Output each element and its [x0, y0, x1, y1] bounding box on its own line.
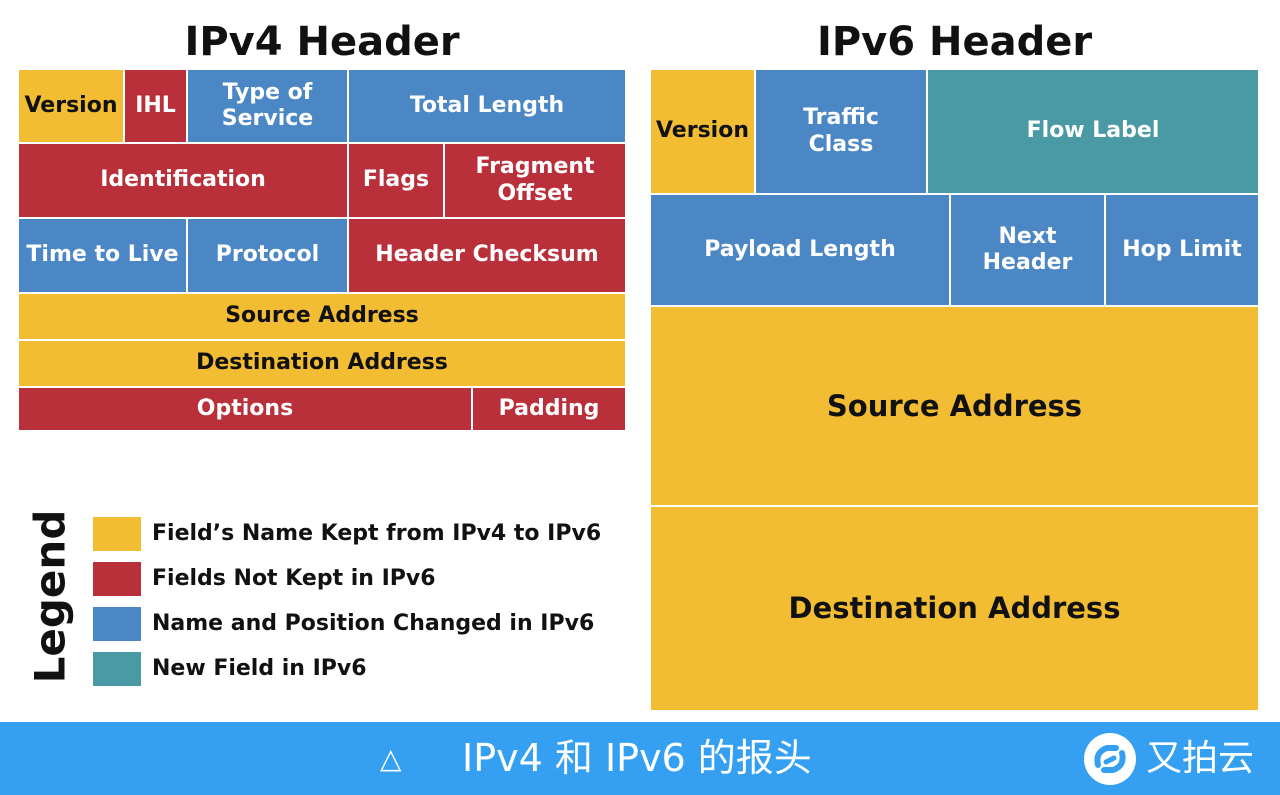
- ipv6-destination-address-field: Destination Address: [650, 506, 1259, 711]
- ipv6-traffic-class-field: Traffic Class: [755, 69, 927, 194]
- ipv6-source-address-field: Source Address: [650, 306, 1259, 506]
- logo-text: 又拍云: [1146, 738, 1255, 779]
- legend-title: Legend: [25, 509, 75, 683]
- ipv6-payload-length-field: Payload Length: [650, 194, 950, 306]
- ipv4-protocol-field: Protocol: [187, 218, 348, 293]
- ipv4-identification-field: Identification: [18, 143, 348, 218]
- ipv4-padding-field: Padding: [472, 387, 626, 431]
- ipv4-fragment-offset-field: Fragment Offset: [444, 143, 626, 218]
- legend-label: Name and Position Changed in IPv6: [152, 611, 595, 636]
- ipv4-total-length-field: Total Length: [348, 69, 626, 143]
- upyun-logo-icon: [1084, 733, 1136, 785]
- ipv6-version-field: Version: [650, 69, 755, 194]
- legend-label: Field’s Name Kept from IPv4 to IPv6: [152, 521, 602, 546]
- ipv4-options-field: Options: [18, 387, 472, 431]
- ipv4-time-to-live-field: Time to Live: [18, 218, 187, 293]
- ipv6-next-header-field: Next Header: [950, 194, 1105, 306]
- ipv6-flow-label-field: Flow Label: [927, 69, 1259, 194]
- legend-swatch-red: [93, 562, 141, 596]
- ipv4-source-address-field: Source Address: [18, 293, 626, 340]
- ipv4-version-field: Version: [18, 69, 124, 143]
- ipv4-flags-field: Flags: [348, 143, 444, 218]
- ipv4-type-of-service-field: Type of Service: [187, 69, 348, 143]
- legend-swatch-blue: [93, 607, 141, 641]
- legend-swatch-yellow: [93, 517, 141, 551]
- ipv4-title: IPv4 Header: [184, 19, 460, 65]
- legend-label: Fields Not Kept in IPv6: [152, 566, 436, 591]
- caption-banner: △ IPv4 和 IPv6 的报头 又拍云: [0, 722, 1280, 795]
- triangle-icon: △: [380, 742, 402, 775]
- ipv4-ihl-field: IHL: [124, 69, 187, 143]
- legend-label: New Field in IPv6: [152, 656, 367, 681]
- ipv4-destination-address-field: Destination Address: [18, 340, 626, 387]
- ipv6-title: IPv6 Header: [816, 19, 1093, 65]
- caption-text: IPv4 和 IPv6 的报头: [462, 736, 812, 780]
- legend-swatch-teal: [93, 652, 141, 686]
- ipv4-header-checksum-field: Header Checksum: [348, 218, 626, 293]
- ipv6-hop-limit-field: Hop Limit: [1105, 194, 1259, 306]
